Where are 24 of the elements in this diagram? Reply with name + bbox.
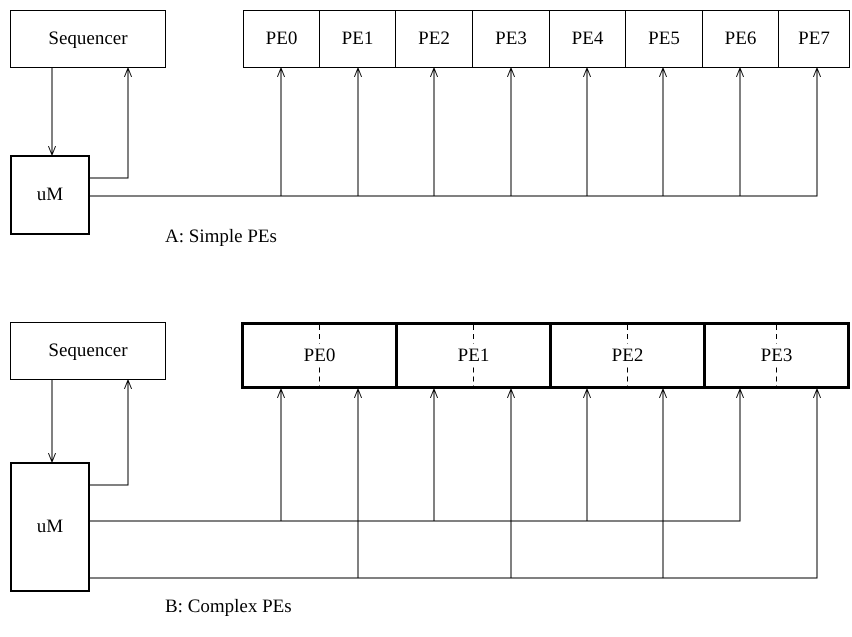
processing-element-box [703,322,850,389]
sequencer-box [10,322,166,380]
processing-element-box [395,10,473,68]
processing-element-box [778,10,850,68]
processing-element-box [625,10,703,68]
node-label: Sequencer [47,28,129,50]
arrow [48,380,56,462]
processing-element-box [702,10,779,68]
arrow [90,68,132,178]
arrow [48,68,56,156]
processing-element-box [472,10,550,68]
arrow [90,380,132,486]
processing-element-box [549,10,626,68]
node-label: Sequencer [47,340,129,362]
processing-element-box [549,322,706,389]
diagram-caption: B: Complex PEs [165,596,292,618]
sequencer-box [10,10,166,68]
processing-element-box [319,10,396,68]
processing-element-box [243,10,320,68]
processing-element-box [395,322,552,389]
memory-box [10,155,90,235]
processing-element-box [241,322,398,389]
memory-box [10,462,90,592]
diagram-caption: A: Simple PEs [165,226,277,248]
